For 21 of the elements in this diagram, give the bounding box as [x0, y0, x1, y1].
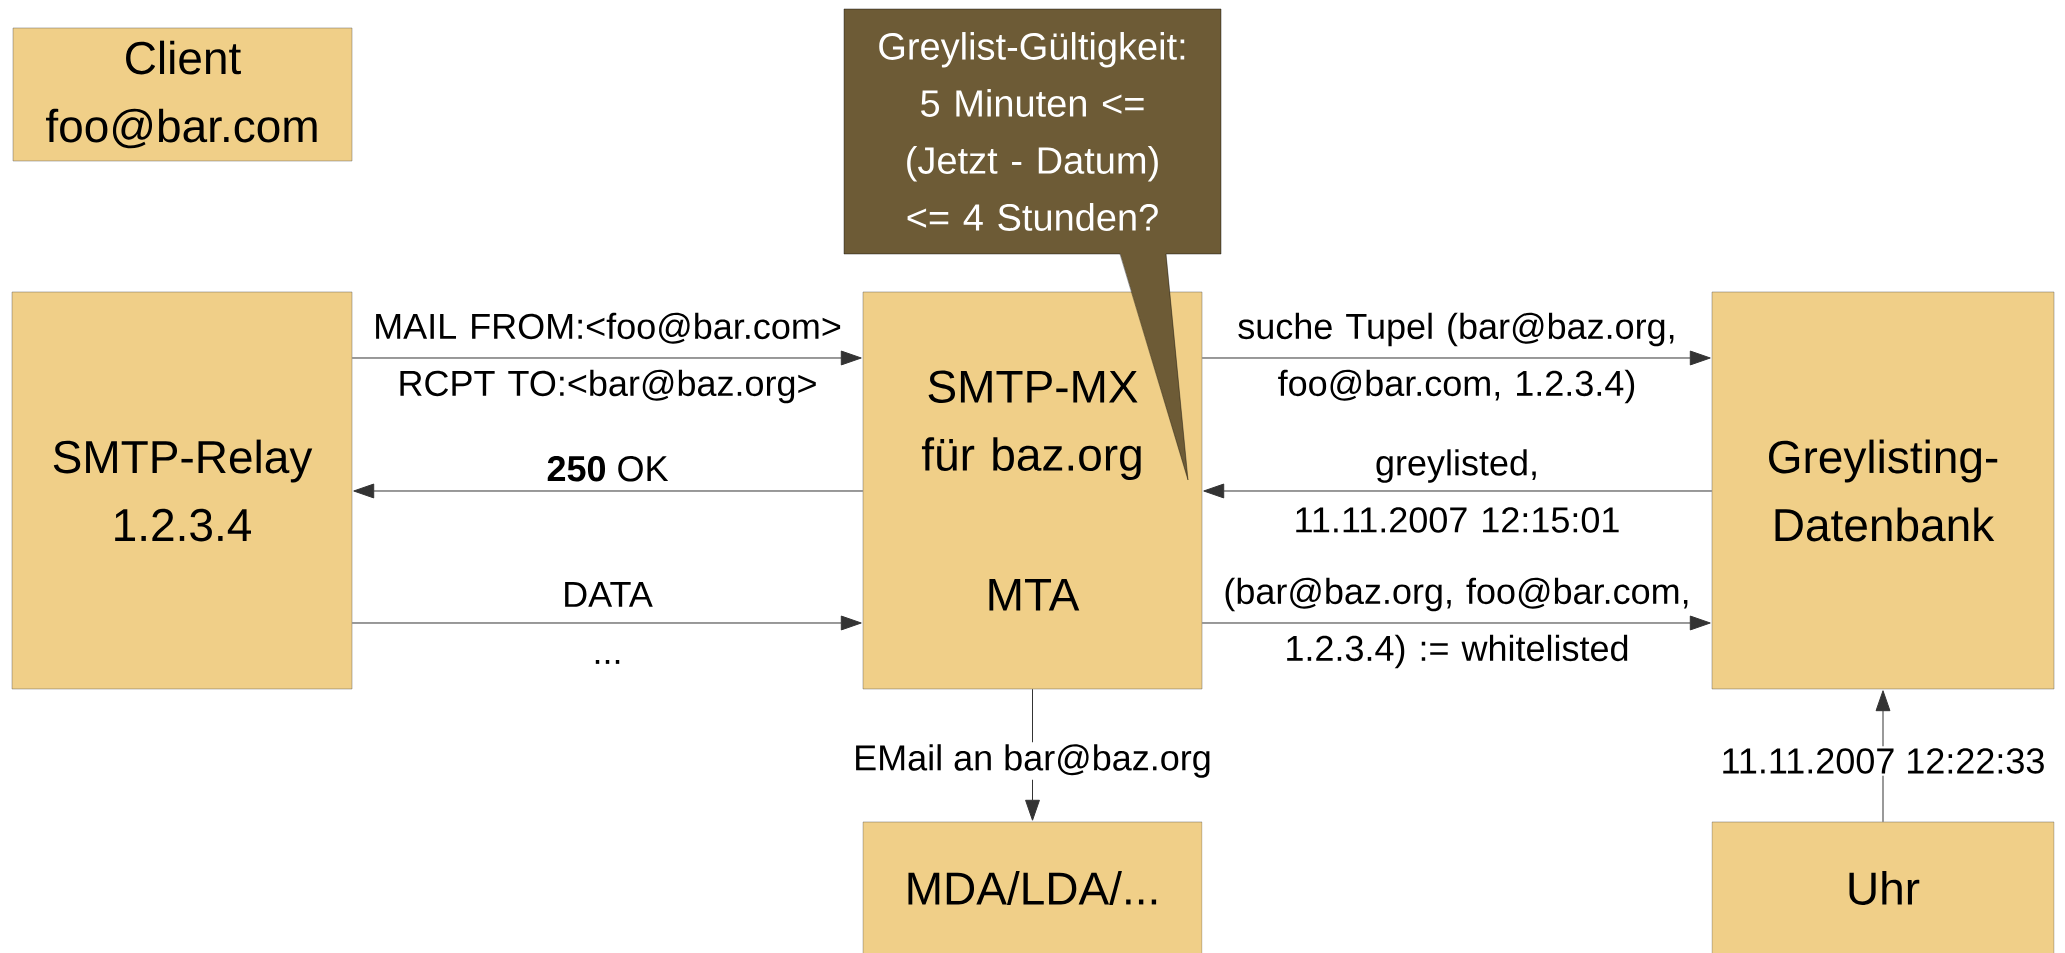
arrow	[1203, 483, 1713, 499]
edge-label: 11.11.2007 12:22:33	[1718, 746, 2048, 776]
edge-label: greylisted, 11.11.2007 12:15:01	[1296, 449, 1619, 533]
edge-label: DATA ...	[565, 582, 653, 664]
arrow	[351, 350, 862, 366]
arrow	[351, 615, 862, 631]
edge-label: 250 OK	[547, 456, 669, 482]
arrow	[1025, 688, 1040, 821]
process-box: SMTP-Relay 1.2.3.4	[11, 291, 353, 690]
process-box: Greylisting-Datenbank	[1711, 291, 2055, 690]
process-box: SMTP-MX für baz.org MTA	[862, 291, 1203, 690]
arrow	[353, 483, 864, 499]
edge-label: suche Tupel (bar@baz.org, foo@bar.com, 1.2.3.4)	[1238, 312, 1674, 404]
edge-label: (bar@baz.org, foo@bar.com, 1.2.3.4) := whitelisted	[1225, 577, 1688, 669]
edge-label: EMail an bar@baz.org	[851, 742, 1214, 780]
arrow	[1201, 350, 1711, 366]
edge-label: MAIL FROM:<foo@bar.com> RCPT TO:<bar@baz.org>	[376, 312, 841, 404]
process-box: Client foo@bar.com	[12, 27, 353, 162]
arrow	[1201, 615, 1711, 631]
process-box: Uhr	[1711, 821, 2055, 953]
process-box: MDA/LDA/...	[862, 821, 1203, 953]
